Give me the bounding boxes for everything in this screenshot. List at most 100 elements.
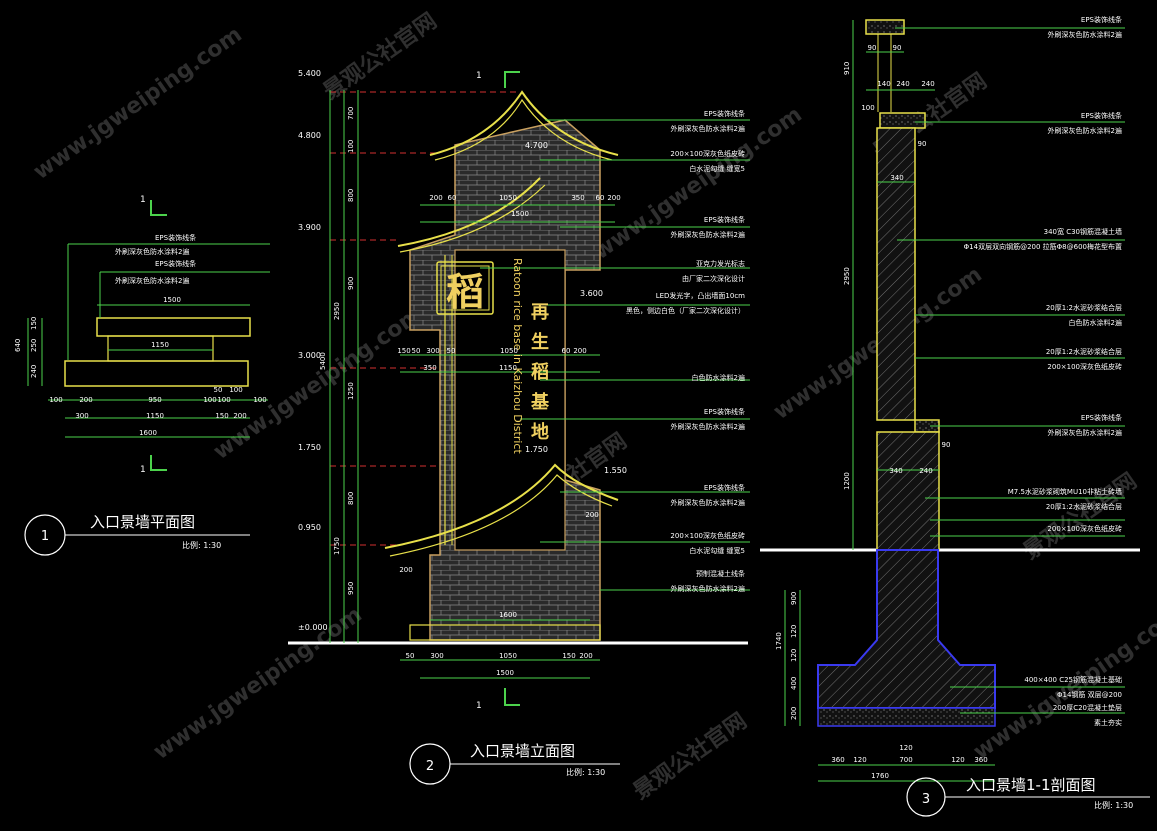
elev-note-line1: LED发光字，凸出墙面10cm bbox=[656, 291, 745, 300]
elev-note-line1: 预制混凝土线条 bbox=[696, 569, 745, 578]
elev-level-label: ±0.000 bbox=[298, 623, 328, 632]
elev-top-dim: 200 bbox=[607, 194, 620, 202]
elev-base-total: 1500 bbox=[496, 669, 514, 677]
elev-title-number: 2 bbox=[426, 759, 434, 774]
sect-dim-mid: 140 bbox=[877, 80, 890, 88]
plan-dim-row1: 200 bbox=[79, 396, 92, 404]
elev-note-line1: 200×100深灰色纸皮砖 bbox=[670, 149, 745, 158]
sect-top-cap bbox=[865, 19, 905, 35]
plan-dim-240: 240 bbox=[30, 365, 38, 378]
sect-cushion bbox=[817, 707, 996, 727]
elev-dim-5400: 5400 bbox=[319, 352, 327, 370]
plan-dim-row2: 200 bbox=[233, 412, 246, 420]
sect-note-line1: 200×100深灰色纸皮砖 bbox=[1047, 524, 1122, 533]
plan-dim-row2: 150 bbox=[215, 412, 228, 420]
sect-note-line1: 340宽 C30钢筋混凝土墙 bbox=[1044, 227, 1122, 236]
elev-level-label: 4.800 bbox=[298, 131, 321, 140]
elev-note-line2: 外刷深灰色防水涂料2遍 bbox=[671, 124, 745, 133]
elev-scale: 比例: 1:30 bbox=[566, 767, 605, 777]
elevation-view bbox=[288, 71, 750, 785]
elev-vertical-en: Ratoon rice base in Kaizhou District bbox=[511, 258, 524, 454]
elev-mid-dim: 1050 bbox=[500, 347, 518, 355]
plan-dim-row1: 100 bbox=[49, 396, 62, 404]
elev-vertical-dims bbox=[329, 90, 359, 643]
sect-note-line2: Φ14钢筋 双层@200 bbox=[1057, 690, 1122, 699]
watermark-text: 景观公社官网 bbox=[319, 8, 442, 105]
plan-dim-1150: 1150 bbox=[151, 341, 169, 349]
elev-mid-dim: 150 bbox=[397, 347, 410, 355]
plan-dim-row1: 50 bbox=[214, 386, 223, 394]
sect-note-line2: Φ14双层双向钢筋@200 拉筋Φ8@600梅花型布置 bbox=[964, 242, 1122, 251]
sect-dim-1200: 1200 bbox=[843, 472, 851, 490]
elev-note-line1: 亚克力发光标志 bbox=[696, 259, 745, 268]
elev-vertical-char: 稻 bbox=[531, 361, 549, 383]
plan-view bbox=[24, 200, 270, 556]
elev-note-line1: EPS装饰线条 bbox=[704, 407, 745, 416]
sect-bottom-dim: 120 bbox=[951, 756, 964, 764]
watermark-text: 景观公社官网 bbox=[629, 708, 752, 805]
elev-level-label: 3.000 bbox=[298, 351, 321, 360]
sect-note-line2: 200×100深灰色纸皮砖 bbox=[1047, 362, 1122, 371]
elev-mid-dim: 300 bbox=[426, 347, 439, 355]
elev-top-dim: 200 bbox=[429, 194, 442, 202]
sect-found-dim: 900 bbox=[790, 592, 798, 605]
sect-dim-low: 340 bbox=[889, 467, 902, 475]
sect-title-number: 3 bbox=[922, 792, 930, 807]
elev-left-dim: 800 bbox=[347, 492, 355, 505]
elev-vertical-char: 基 bbox=[530, 391, 550, 413]
elev-note-line2: 外刷深灰色防水涂料2遍 bbox=[671, 584, 745, 593]
sect-dim-1740: 1740 bbox=[775, 632, 783, 650]
sect-note-line2: 外刷深灰色防水涂料2遍 bbox=[1048, 126, 1122, 135]
elev-plinth bbox=[409, 624, 601, 641]
sect-dim-mid: 240 bbox=[921, 80, 934, 88]
elev-base-dim: 1050 bbox=[499, 652, 517, 660]
sect-found-dim: 120 bbox=[790, 649, 798, 662]
sect-note-line1: 20厚1:2水泥砂浆结合层 bbox=[1046, 347, 1122, 356]
plan-note-2b: 外刷深灰色防水涂料2遍 bbox=[115, 276, 189, 285]
elev-roof-top bbox=[429, 90, 619, 156]
plan-base bbox=[64, 360, 249, 387]
elev-section-mark-bottom bbox=[504, 688, 520, 706]
sect-mid-cap bbox=[879, 112, 926, 129]
sect-found-dim: 400 bbox=[790, 677, 798, 690]
elev-roof-top-inner bbox=[434, 98, 613, 161]
elev-note-line1: EPS装饰线条 bbox=[704, 483, 745, 492]
sect-dim-total: 1760 bbox=[871, 772, 889, 780]
elev-top-dim: 1050 bbox=[499, 194, 517, 202]
plan-note-1a: EPS装饰线条 bbox=[155, 233, 196, 242]
sect-horizontal-dims bbox=[818, 51, 995, 782]
elev-top-dim: 60 bbox=[596, 194, 605, 202]
elev-note-line2: 外刷深灰色防水涂料2遍 bbox=[671, 230, 745, 239]
plan-section-number-top: 1 bbox=[140, 195, 146, 205]
elev-level-label: 0.950 bbox=[298, 523, 321, 532]
elev-dim-2950: 2950 bbox=[333, 302, 341, 320]
sect-dim-340: 340 bbox=[890, 174, 903, 182]
elev-mid-dim-1150: 1150 bbox=[499, 364, 517, 372]
plan-section-number-bottom: 1 bbox=[140, 465, 146, 475]
sect-dim-90a: 90 bbox=[918, 140, 927, 148]
sect-note-line1: EPS装饰线条 bbox=[1081, 111, 1122, 120]
plan-dim-row1: 100 bbox=[217, 396, 230, 404]
plan-dim-row1: 950 bbox=[148, 396, 161, 404]
elev-level-lines bbox=[330, 91, 520, 546]
elev-eave-low-inner bbox=[389, 474, 613, 557]
elev-top-dim: 350 bbox=[571, 194, 584, 202]
text-layer: 11EPS装饰线条外刷深灰色防水涂料2遍EPS装饰线条外刷深灰色防水涂料2遍15… bbox=[14, 15, 1133, 810]
elev-eave-mid-inner bbox=[399, 184, 546, 253]
sect-note-leaders bbox=[895, 27, 1125, 714]
elev-inner-level: 1.550 bbox=[604, 466, 627, 475]
sect-dim-2950: 2950 bbox=[843, 267, 851, 285]
sect-note-line1: EPS装饰线条 bbox=[1081, 15, 1122, 24]
elev-note-line1: EPS装饰线条 bbox=[704, 109, 745, 118]
elev-level-label: 5.400 bbox=[298, 69, 321, 78]
plan-section-mark-bottom bbox=[150, 455, 167, 471]
sect-note-line2: 素土夯实 bbox=[1094, 718, 1122, 727]
sect-dim-top: 90 bbox=[868, 44, 877, 52]
elev-dim-1750: 1750 bbox=[333, 537, 341, 555]
elev-section-number-top: 1 bbox=[476, 71, 482, 81]
sect-found-dim: 200 bbox=[790, 707, 798, 720]
elev-inner-level: 1.750 bbox=[525, 445, 548, 454]
sect-note-line1: 400×400 C25钢筋混凝土基础 bbox=[1024, 675, 1122, 684]
elev-eave-mid bbox=[397, 177, 541, 247]
